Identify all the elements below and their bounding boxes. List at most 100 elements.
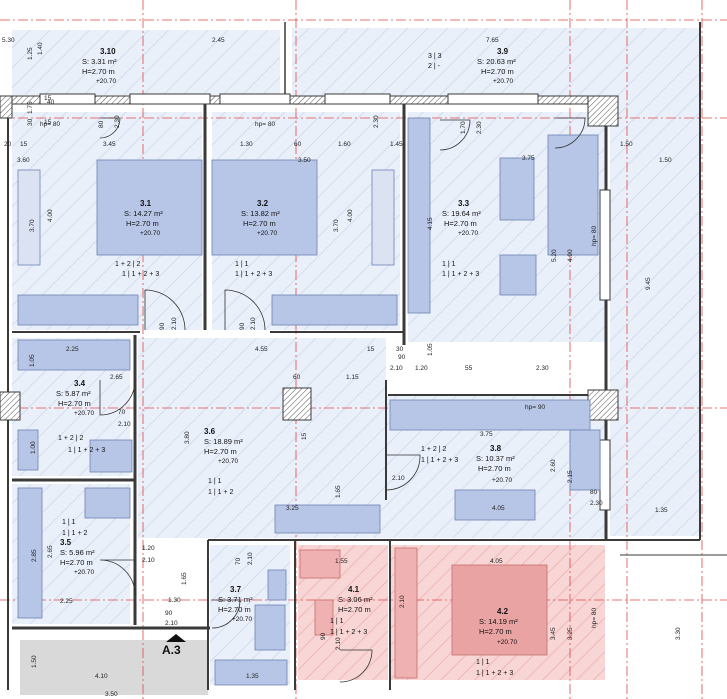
room-area: S: 19.64 m² (442, 209, 481, 218)
dimension-label: 3.30 (675, 627, 682, 640)
dimension-label: 3.45 (550, 627, 557, 640)
dimension-label: 2.10 (335, 637, 342, 650)
room-code: 1 | 1 (442, 261, 456, 268)
room-id: 3.3 (458, 199, 470, 208)
room-id: 4.1 (348, 585, 360, 594)
room-area: S: 10.37 m² (476, 454, 515, 463)
door-3-2 (224, 289, 266, 331)
room-code: 1 + 2 | 2 (421, 446, 446, 453)
room-label-3-8: 3.8 S: 10.37 m² H=2.70 m +20.70 (476, 444, 515, 484)
room-level: +20.70 (140, 230, 160, 237)
dimension-label: 4.55 (255, 346, 268, 353)
dimension-label: 15 (44, 95, 52, 102)
dimension-label: 80 (98, 120, 105, 128)
dimension-label: 1.65 (335, 485, 342, 498)
dimension-label: 2.30 (536, 365, 549, 372)
dimension-label: 2.10 (165, 620, 178, 627)
dimension-label: 1.35 (246, 673, 259, 680)
bath-3-7 (214, 659, 288, 686)
room-label-3-1: 3.1 S: 14.27 m² H=2.70 m +20.70 (124, 199, 163, 237)
room-area: S: 20.63 m² (477, 57, 516, 66)
room-id: 3.8 (490, 444, 502, 453)
dimension-label: 1.55 (335, 558, 348, 565)
room-id: 3.4 (74, 379, 86, 388)
dimension-label: 3.50 (105, 691, 118, 698)
dimension-label: 1.20 (142, 545, 155, 552)
dimension-label: 1.25 (27, 47, 34, 60)
room-code: 3 | 3 (428, 53, 442, 60)
room-code: 1 | 1 + 2 + 3 (476, 670, 513, 677)
dimension-label: 5.30 (2, 37, 15, 44)
dimension-label: 2.10 (171, 317, 178, 330)
dimension-label: 30 (396, 346, 404, 353)
room-level: +20.70 (232, 616, 252, 623)
dimension-label: 2.30 (114, 115, 121, 128)
doors (99, 117, 586, 683)
dimension-label: 3.75 (480, 431, 493, 438)
door-3-9 (439, 119, 471, 151)
wardrobe-4-2 (394, 547, 418, 679)
dimension-label: 3.45 (103, 141, 116, 148)
room-id: 3.6 (204, 427, 216, 436)
balcony-fill (20, 640, 208, 695)
dimension-label: 2.65 (47, 545, 54, 558)
dimension-label: 15 (367, 346, 375, 353)
room-labels: 3.10 S: 3.31 m² H=2.70 m +20.70 3.9 S: 2… (56, 47, 518, 646)
door-3-3-bal (554, 117, 586, 149)
room-label-3-10: 3.10 S: 3.31 m² H=2.70 m +20.70 (82, 47, 117, 85)
room-id: 3.1 (140, 199, 152, 208)
dimension-label: 5.20 (551, 249, 558, 262)
toilet-4-1 (314, 599, 334, 636)
cabinet-3-7 (254, 604, 286, 651)
dimension-label: 1.60 (338, 141, 351, 148)
dimension-label: 3.50 (298, 157, 311, 164)
wardrobe-3-2 (271, 294, 398, 326)
dimension-label: 4.00 (47, 209, 54, 222)
room-height: H=2.70 m (481, 67, 514, 76)
room-height: H=2.70 m (479, 627, 512, 636)
dimension-label: 1.30 (240, 141, 253, 148)
dimension-label: 3.75 (522, 155, 535, 162)
door-3-1 (144, 289, 186, 331)
dining-table (454, 489, 536, 521)
dimension-label: 2.30 (476, 121, 483, 134)
room-height: H=2.70 m (478, 464, 511, 473)
room-label-3-6: 3.6 S: 18.89 m² H=2.70 m +20.70 (204, 427, 243, 465)
room-3-10-fill (12, 30, 280, 95)
room-id: 3.10 (100, 47, 116, 56)
desk-3-2 (371, 169, 395, 266)
dimension-label: 2.10 (247, 552, 254, 565)
bed-3-2 (211, 159, 318, 256)
room-area: S: 5.87 m² (56, 389, 91, 398)
windows (39, 93, 611, 511)
dimension-label: 90 (159, 322, 166, 330)
room-height: H=2.70 m (58, 399, 91, 408)
dimension-label: 30 (27, 118, 34, 126)
room-height: H=2.70 m (218, 605, 251, 614)
room-area: S: 5.96 m² (60, 548, 95, 557)
dimension-label: 2.10 (390, 365, 403, 372)
room-area: S: 3.31 m² (82, 57, 117, 66)
dimension-label: 3.60 (17, 157, 30, 164)
dimension-label: 90 (239, 322, 246, 330)
cabinet-3-5 (17, 487, 43, 619)
dimension-label: 1.30 (168, 597, 181, 604)
room-area: S: 14.19 m² (479, 617, 518, 626)
room-code: 1 | 1 + 2 + 3 (421, 457, 458, 464)
dimension-label: 3.80 (184, 431, 191, 444)
dimension-label: 2.30 (373, 115, 380, 128)
dimension-label: 2.10 (142, 557, 155, 564)
dimension-label: 2.10 (399, 595, 406, 608)
dimension-label: 15 (301, 432, 308, 440)
room-label-3-3: 3.3 S: 19.64 m² H=2.70 m +20.70 (442, 199, 481, 237)
room-area: S: 3.06 m² (338, 595, 373, 604)
room-code: 1 | 1 + 2 + 3 (68, 447, 105, 454)
dimension-label: 4.15 (427, 217, 434, 230)
dimension-label: 90 (320, 632, 327, 640)
dimension-label: 4.10 (95, 673, 108, 680)
door-3-4 (99, 379, 136, 416)
room-code: 1 | 1 + 2 (208, 489, 233, 496)
room-level: +20.70 (493, 78, 513, 85)
dimension-label: 2.25 (60, 598, 73, 605)
room-label-3-4: 3.4 S: 5.87 m² H=2.70 m +20.70 (56, 379, 94, 417)
